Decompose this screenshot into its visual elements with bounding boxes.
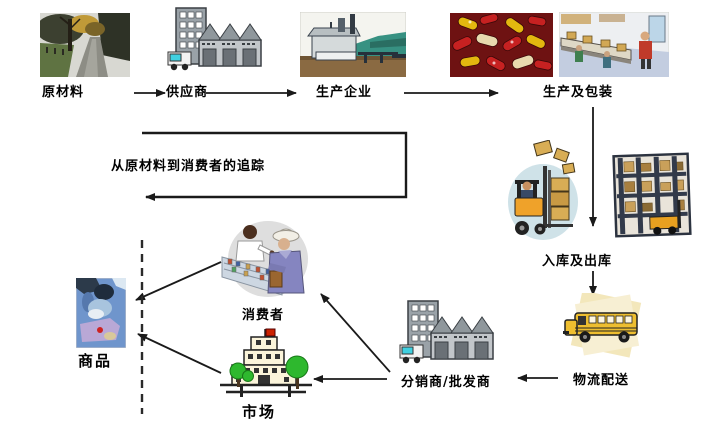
capsules-photo xyxy=(450,13,553,77)
market-building-icon xyxy=(220,328,312,397)
node-distributor xyxy=(399,299,495,371)
logistics-label: 物流配送 xyxy=(573,373,630,388)
forklift-icon xyxy=(508,139,578,240)
trace-annotation-label: 从原材料到消费者的追踪 xyxy=(111,159,266,174)
node-packaging-line xyxy=(558,11,670,78)
raw-materials-label: 原材料 xyxy=(42,85,85,100)
node-market xyxy=(220,327,312,405)
node-packaging-capsules xyxy=(450,13,553,77)
supplier-label: 供应商 xyxy=(166,85,209,100)
node-warehouse-shelves xyxy=(611,151,693,241)
production-packaging-label: 生产及包装 xyxy=(543,85,614,100)
arrow-consumer-to-goods xyxy=(135,261,222,301)
warehouse-shelves-icon xyxy=(612,152,692,238)
arrow-distributor-to-consumer xyxy=(320,293,391,373)
node-manufacturer xyxy=(299,11,407,78)
consumer-label: 消费者 xyxy=(242,308,285,323)
node-warehouse-forklift xyxy=(507,139,581,242)
market-label: 市场 xyxy=(242,403,277,421)
manufacturer-label: 生产企业 xyxy=(316,85,373,100)
country-road-photo xyxy=(36,13,130,77)
product-photo xyxy=(75,277,127,349)
warehouse-in-out-label: 入库及出库 xyxy=(542,254,613,269)
arrow-market-to-goods xyxy=(137,333,222,374)
node-goods xyxy=(75,277,127,349)
industrial-plant-photo xyxy=(299,11,407,78)
packing-line-photo xyxy=(558,11,670,78)
node-raw-materials xyxy=(36,13,130,77)
node-logistics-bus xyxy=(561,290,651,359)
goods-label: 商品 xyxy=(78,352,113,370)
distributor-label: 分销商/批发商 xyxy=(401,375,491,390)
shop-counter-people-icon xyxy=(221,221,308,297)
delivery-bus-icon xyxy=(563,290,642,358)
node-supplier xyxy=(167,6,263,78)
node-consumer xyxy=(220,219,310,303)
factory-buildings-icon xyxy=(167,7,262,71)
factory-buildings-icon xyxy=(399,300,494,365)
